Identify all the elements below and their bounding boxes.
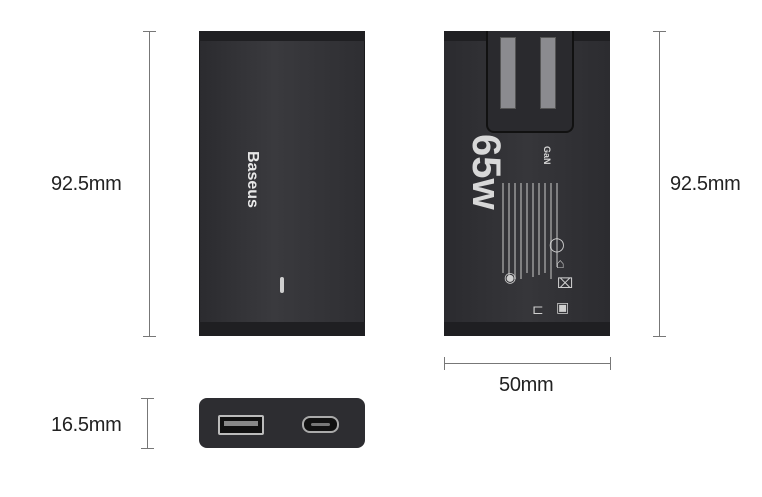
charger-bottom-view	[199, 398, 365, 448]
spec-text-line	[532, 183, 534, 277]
charger-front-view: Baseus	[199, 31, 365, 336]
etl-icon: ◉	[504, 269, 517, 285]
width-tick-right	[610, 357, 611, 370]
spec-text-line	[550, 183, 552, 279]
right-height-tick-bottom	[653, 336, 666, 337]
prong-right	[540, 37, 556, 109]
width-label: 50mm	[499, 374, 554, 396]
spec-text-line	[538, 183, 540, 275]
spec-text-line	[514, 183, 516, 279]
left-height-tick-bottom	[143, 336, 156, 337]
back-bottom-cap	[444, 322, 610, 336]
spec-text-line	[544, 183, 546, 273]
spec-text-line	[508, 183, 510, 277]
usb-c-port	[302, 416, 339, 433]
spec-text-line	[520, 183, 522, 279]
depth-tick-bottom	[141, 448, 154, 449]
charger-back-view: 65w GaN ◯ ⌂ ⌧ ◉ ⊏ ▣	[444, 31, 610, 336]
spec-text-line	[502, 183, 504, 273]
gan-label: GaN	[542, 146, 552, 165]
usb-a-port	[218, 415, 264, 435]
left-height-label: 92.5mm	[51, 173, 122, 195]
width-line	[444, 363, 610, 364]
box-icon: ▣	[556, 299, 570, 315]
front-top-cap	[199, 31, 365, 41]
usb-a-tongue	[224, 421, 258, 426]
usb-c-tongue	[311, 423, 330, 426]
width-tick-left	[444, 357, 445, 370]
left-height-line	[149, 31, 150, 336]
depth-label: 16.5mm	[51, 414, 122, 436]
spec-text-line	[556, 183, 558, 267]
prong-left	[500, 37, 516, 109]
fcc-icon: ⊏	[532, 301, 544, 317]
right-height-tick-top	[653, 31, 666, 32]
brand-logo: Baseus	[244, 151, 261, 208]
certification-icons: ◯	[549, 236, 565, 252]
home-icon: ⌂	[556, 255, 565, 271]
front-bottom-cap	[199, 322, 365, 336]
bin-icon: ⌧	[557, 275, 574, 291]
depth-tick-top	[141, 398, 154, 399]
prong-recess	[486, 31, 574, 133]
indicator-led	[280, 277, 284, 293]
right-height-label: 92.5mm	[670, 173, 741, 195]
right-height-line	[659, 31, 660, 336]
depth-line	[147, 398, 148, 448]
spec-text-line	[526, 183, 528, 273]
left-height-tick-top	[143, 31, 156, 32]
